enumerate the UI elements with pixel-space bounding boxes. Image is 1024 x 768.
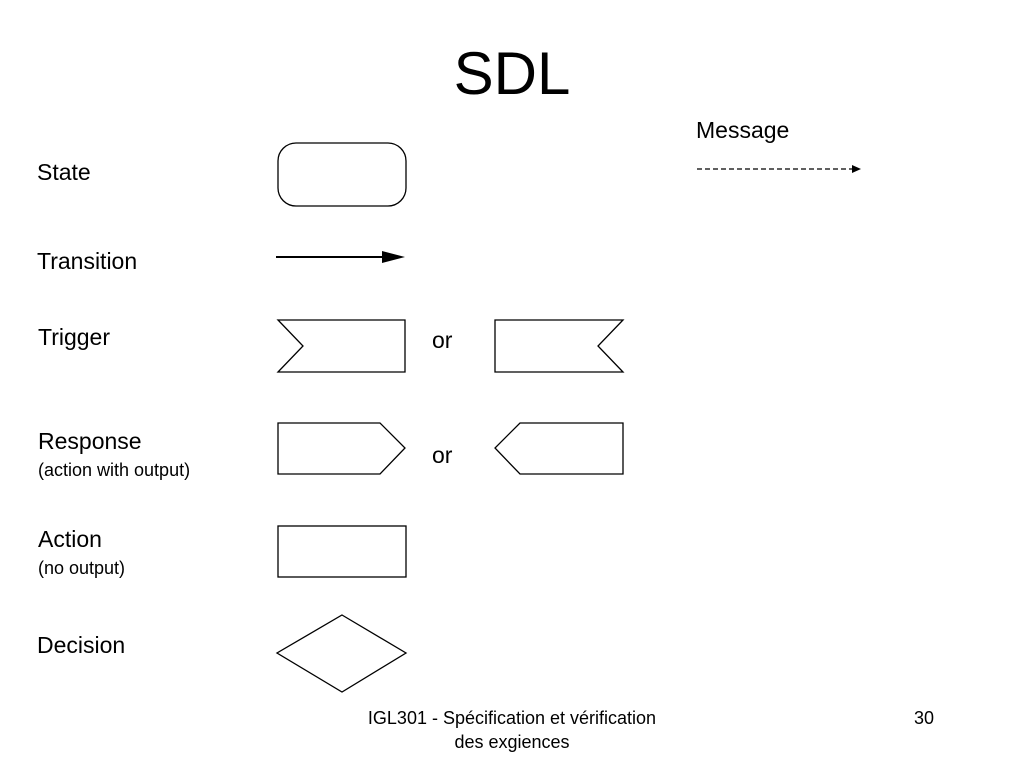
slide-title: SDL [453, 40, 571, 107]
state-symbol [277, 142, 407, 207]
action-label: Action [38, 526, 102, 552]
page-number: 30 [914, 708, 935, 728]
response-sublabel: (action with output) [38, 460, 191, 480]
trigger-label: Trigger [38, 324, 110, 350]
transition-label: Transition [37, 248, 138, 274]
footer-text: IGL301 - Spécification et vérification d… [367, 708, 657, 752]
message-label: Message [696, 117, 790, 143]
response-symbol-left [494, 422, 624, 475]
decision-symbol [275, 614, 408, 693]
trigger-symbol-right [494, 319, 625, 373]
response-or-label: or [432, 442, 453, 468]
trigger-symbol-left [276, 319, 406, 373]
state-label: State [37, 159, 91, 185]
action-symbol [277, 525, 407, 578]
decision-label: Decision [37, 632, 126, 658]
message-symbol [697, 165, 861, 173]
response-label: Response [38, 428, 142, 454]
response-symbol-right [277, 422, 406, 475]
action-sublabel: (no output) [38, 558, 126, 578]
transition-symbol [276, 251, 405, 263]
trigger-or-label: or [432, 327, 453, 353]
